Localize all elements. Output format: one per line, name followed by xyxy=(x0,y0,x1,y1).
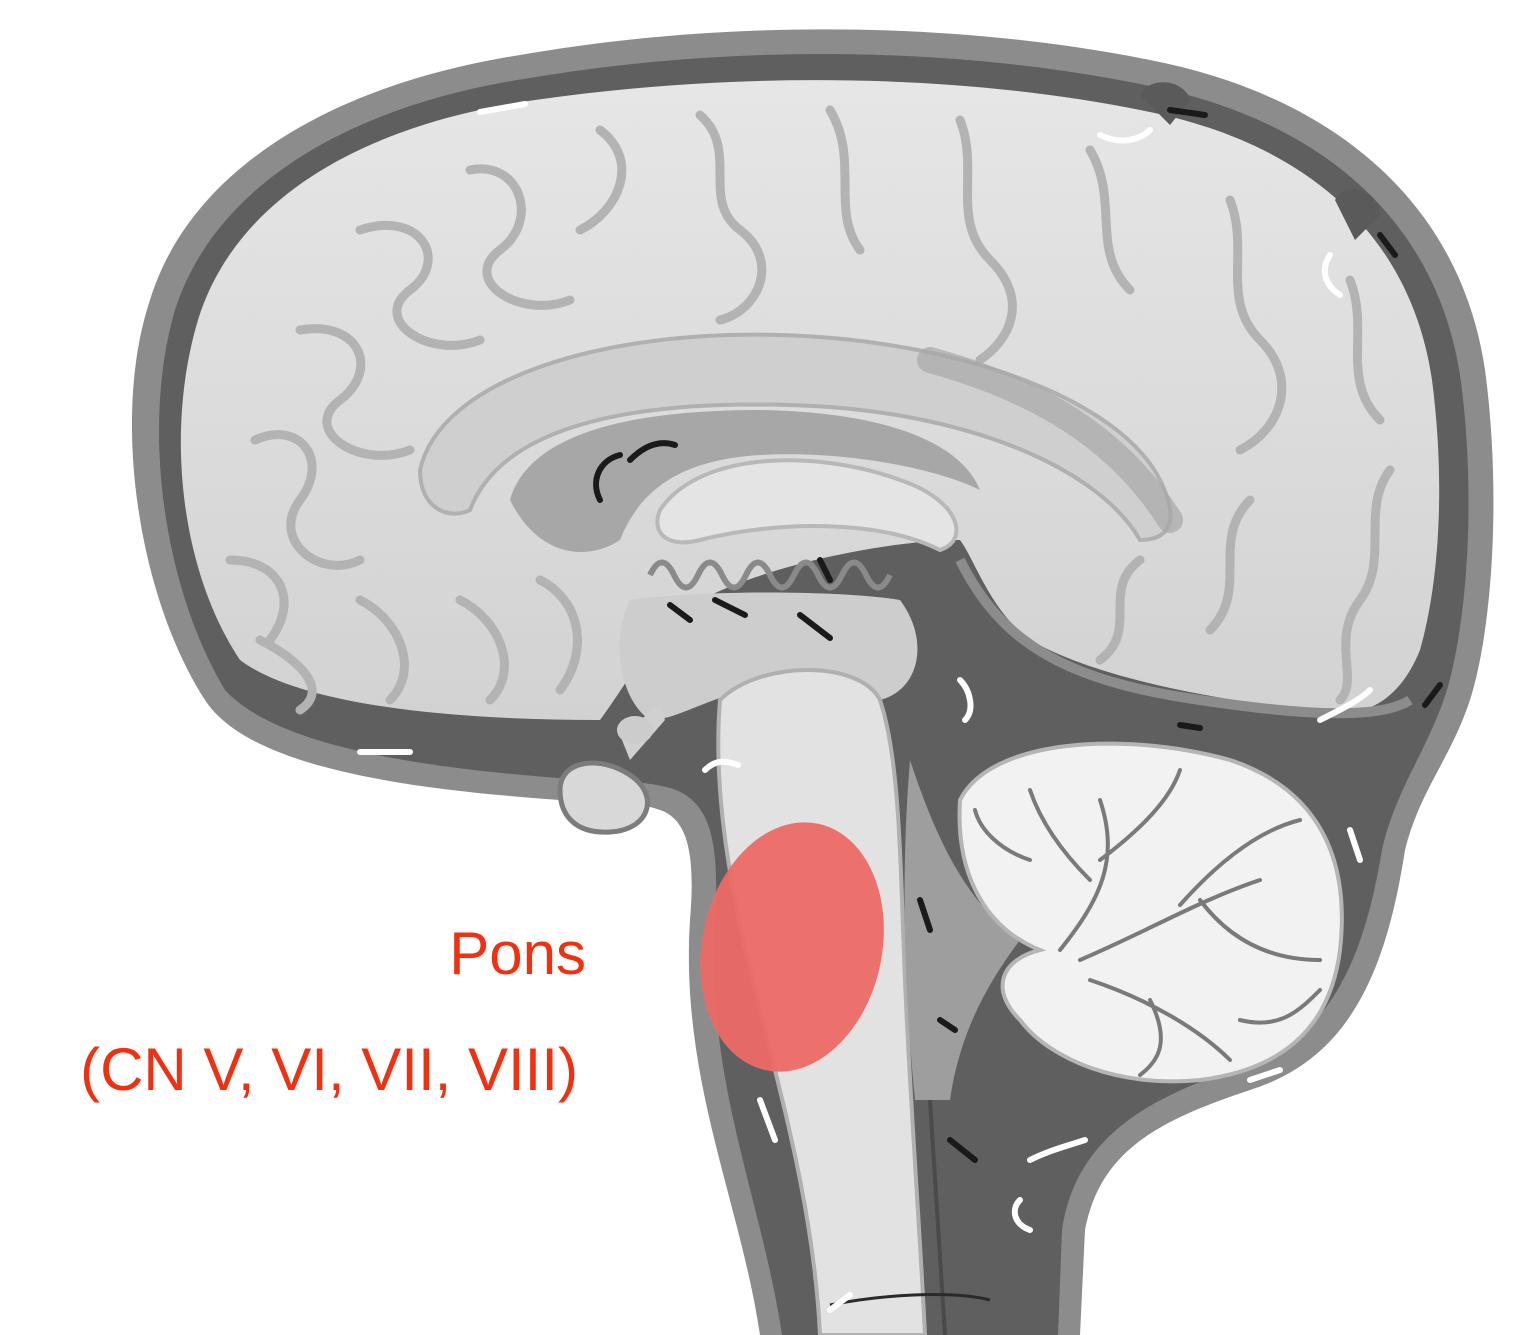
optic-region xyxy=(617,716,653,744)
pons-label: Pons xyxy=(449,924,586,984)
cranial-nerves-label: (CN V, VI, VII, VIII) xyxy=(80,1040,578,1100)
